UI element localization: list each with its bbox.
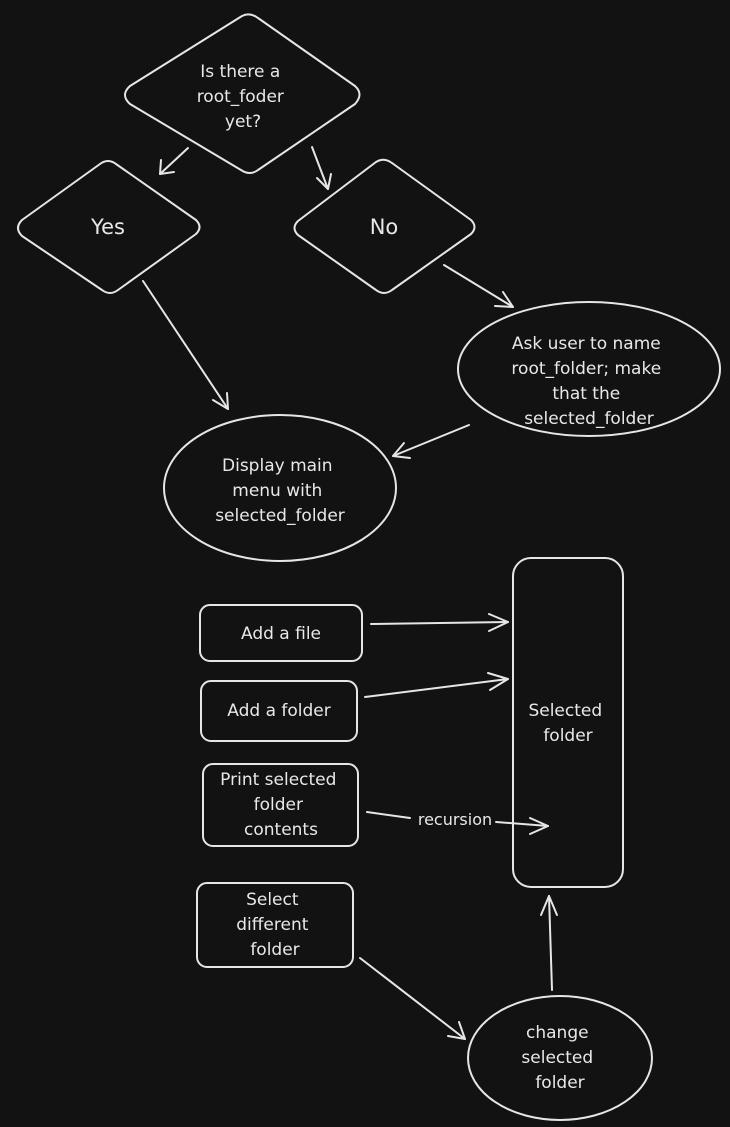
change-selected-line-1: change	[526, 1023, 589, 1043]
ask-user-line-4: selected_folder	[524, 409, 654, 429]
select-different-line-1: Select	[246, 890, 299, 910]
selected-folder-line-1: Selected	[528, 701, 602, 721]
print-contents-box: Print selected folder contents	[202, 763, 359, 847]
change-selected-line-2: selected	[521, 1048, 593, 1068]
arrow-print-recursion	[366, 811, 549, 835]
print-contents-line-2: folder	[254, 795, 303, 815]
root-check-line-3: yet?	[225, 112, 261, 132]
arrow-root-to-yes	[159, 147, 189, 175]
no-label: No	[370, 215, 399, 239]
root-check-diamond: Is there a root_foder yet?	[124, 13, 361, 174]
add-folder-box: Add a folder	[200, 680, 358, 742]
display-menu-line-3: selected_folder	[215, 506, 345, 526]
root-check-line-2: root_foder	[197, 87, 284, 107]
arrow-no-to-ask	[443, 264, 514, 308]
ask-user-ellipse: Ask user to name root_folder; make that …	[457, 301, 721, 437]
add-file-label: Add a file	[241, 624, 321, 644]
print-contents-line-3: contents	[244, 820, 318, 840]
arrow-root-to-no	[311, 146, 332, 190]
selected-folder-line-2: folder	[543, 726, 592, 746]
ask-user-label: Ask user to name root_folder; make that …	[511, 334, 666, 429]
display-menu-label: Display main menu with selected_folder	[215, 456, 345, 526]
ask-user-line-1: Ask user to name	[512, 334, 661, 354]
display-menu-line-2: menu with	[232, 481, 322, 501]
arrow-yes-to-display	[142, 280, 229, 410]
change-selected-label: change selected folder	[521, 1023, 598, 1093]
print-contents-line-1: Print selected	[220, 770, 336, 790]
selected-folder-box: Selected folder	[512, 557, 624, 888]
arrow-add-folder-to-folder	[364, 672, 509, 698]
ask-user-line-2: root_folder; make	[511, 359, 661, 379]
change-selected-line-3: folder	[535, 1073, 584, 1093]
add-file-box: Add a file	[199, 604, 363, 662]
arrow-ask-to-display	[392, 424, 470, 459]
print-contents-label: Print selected folder contents	[220, 770, 342, 840]
select-different-box: Select different folder	[196, 882, 354, 968]
display-menu-ellipse: Display main menu with selected_folder	[163, 414, 397, 562]
arrow-add-file-to-folder	[370, 613, 509, 632]
select-different-line-2: different	[236, 915, 309, 935]
display-menu-line-1: Display main	[222, 456, 333, 476]
yes-diamond: Yes	[17, 160, 201, 294]
arrow-select-to-change	[359, 957, 466, 1040]
ask-user-line-3: that the	[552, 384, 620, 404]
select-different-line-3: folder	[250, 940, 299, 960]
add-folder-label: Add a folder	[227, 701, 331, 721]
arrow-change-to-folder	[540, 895, 558, 991]
change-selected-ellipse: change selected folder	[467, 995, 653, 1121]
root-check-label: Is there a root_foder yet?	[197, 62, 290, 132]
yes-label: Yes	[90, 215, 125, 239]
select-different-label: Select different folder	[236, 890, 314, 960]
recursion-edge-label: recursion	[418, 810, 492, 829]
no-diamond: No	[293, 158, 476, 294]
selected-folder-label: Selected folder	[528, 701, 607, 746]
root-check-line-1: Is there a	[200, 62, 280, 82]
